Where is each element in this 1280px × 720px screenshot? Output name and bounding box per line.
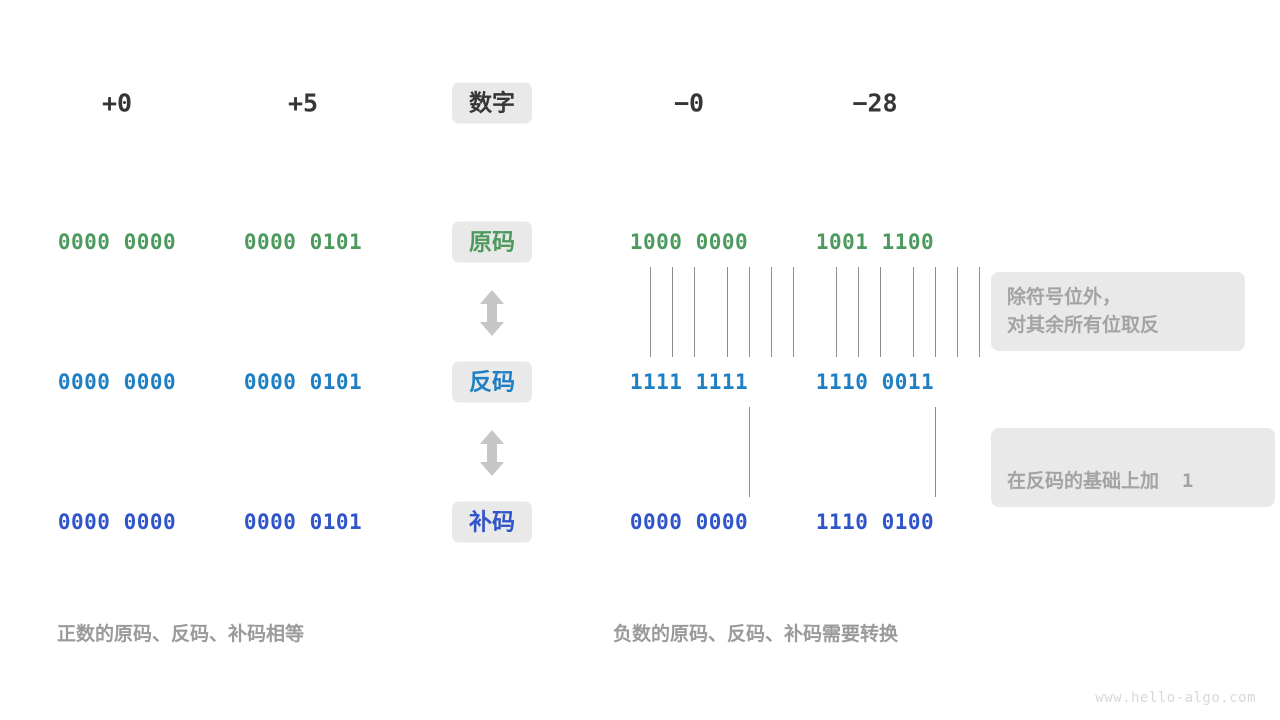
- caption-positive-equal: 正数的原码、反码、补码相等: [57, 624, 305, 645]
- inverse-code-minus-twentyeight: 1110 0011: [815, 370, 935, 394]
- arrow-up-down-icon-inverse-complement: [479, 430, 505, 476]
- column-header-plus-zero: +0: [101, 88, 133, 118]
- note-add-one-text: 在反码的基础上加: [1007, 470, 1160, 492]
- connector-line: [727, 267, 728, 357]
- connector-line: [979, 267, 980, 357]
- row-header-chip-number: 数字: [452, 82, 532, 124]
- original-code-plus-five: 0000 0101: [243, 230, 363, 254]
- connector-line: [913, 267, 914, 357]
- note-add-one-value: 1: [1159, 469, 1194, 492]
- original-code-minus-zero: 1000 0000: [629, 230, 749, 254]
- connector-line: [771, 267, 772, 357]
- connector-line: [935, 407, 936, 497]
- complement-code-plus-zero: 0000 0000: [57, 510, 177, 534]
- complement-code-minus-twentyeight: 1110 0100: [815, 510, 935, 534]
- connector-line: [694, 267, 695, 357]
- original-code-plus-zero: 0000 0000: [57, 230, 177, 254]
- connector-line: [880, 267, 881, 357]
- connector-line: [749, 267, 750, 357]
- connector-line: [650, 267, 651, 357]
- connector-line: [672, 267, 673, 357]
- connector-line: [935, 267, 936, 357]
- inverse-code-minus-zero: 1111 1111: [629, 370, 749, 394]
- complement-code-minus-zero: 0000 0000: [629, 510, 749, 534]
- inverse-code-plus-five: 0000 0101: [243, 370, 363, 394]
- complement-code-plus-five: 0000 0101: [243, 510, 363, 534]
- column-header-minus-twentyeight: −28: [852, 88, 898, 118]
- column-header-plus-five: +5: [287, 88, 319, 118]
- column-header-minus-zero: −0: [673, 88, 705, 118]
- row-label-original-code: 原码: [452, 221, 532, 263]
- note-invert-bits: 除符号位外， 对其余所有位取反: [991, 272, 1245, 352]
- caption-negative-convert: 负数的原码、反码、补码需要转换: [613, 624, 899, 645]
- connector-line: [749, 407, 750, 497]
- connector-line: [793, 267, 794, 357]
- note-add-one: 在反码的基础上加 1: [991, 428, 1275, 508]
- row-label-inverse-code: 反码: [452, 361, 532, 403]
- connector-line: [957, 267, 958, 357]
- original-code-minus-twentyeight: 1001 1100: [815, 230, 935, 254]
- inverse-code-plus-zero: 0000 0000: [57, 370, 177, 394]
- arrow-up-down-icon-original-inverse: [479, 290, 505, 336]
- connector-line: [836, 267, 837, 357]
- connector-line: [858, 267, 859, 357]
- watermark-url: www.hello-algo.com: [1095, 690, 1256, 706]
- row-label-complement-code: 补码: [452, 501, 532, 543]
